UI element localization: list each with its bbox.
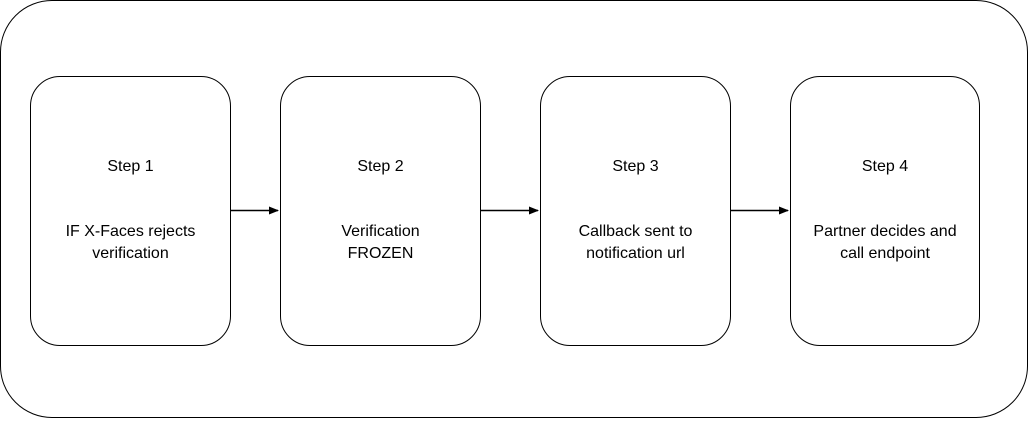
step-4-title: Step 4 — [861, 158, 909, 175]
step-2-box[interactable]: Step 2 Verification FROZEN — [280, 76, 481, 346]
step-1-box[interactable]: Step 1 IF X-Faces rejects verification — [30, 76, 231, 346]
step-1-description: IF X-Faces rejects verification — [65, 223, 196, 262]
step-1-title: Step 1 — [107, 158, 154, 175]
step-4-description: Partner decides and call endpoint — [813, 223, 957, 262]
step-3-title: Step 3 — [612, 158, 659, 175]
step-4-box[interactable]: Step 4 Partner decides and call endpoint — [790, 76, 980, 346]
step-3-box[interactable]: Step 3 Callback sent to notification url — [540, 76, 731, 346]
step-3-description: Callback sent to notification url — [578, 223, 693, 262]
step-2-description: Verification FROZEN — [341, 223, 420, 262]
step-2-title: Step 2 — [357, 158, 404, 175]
